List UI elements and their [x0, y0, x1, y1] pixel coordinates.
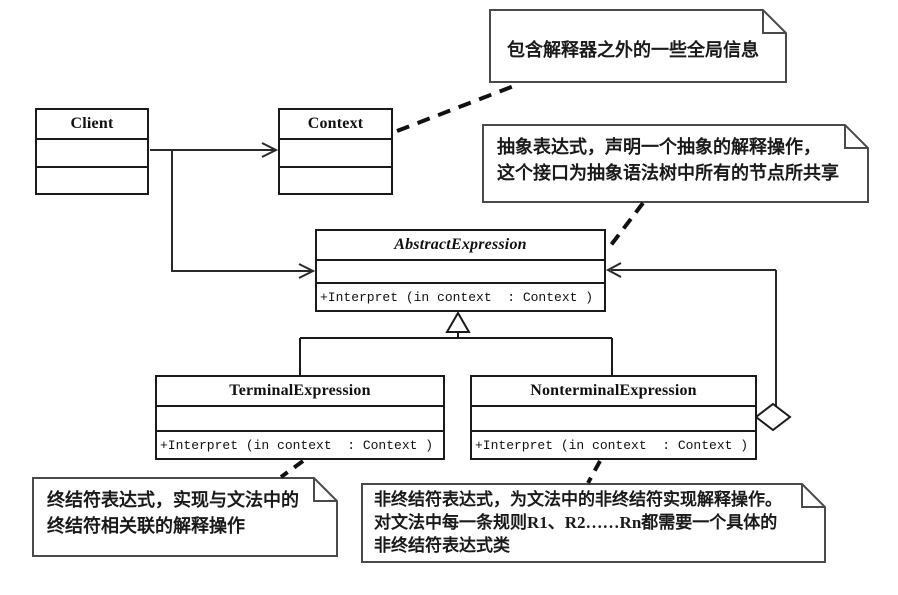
class-terminal-expression: TerminalExpression +Interpret (in contex…	[155, 375, 445, 460]
class-context-attributes	[280, 138, 391, 166]
note-shape-nonterminal	[361, 483, 826, 563]
class-client-attributes	[37, 138, 147, 166]
class-abstract-expression: AbstractExpression +Interpret (in contex…	[315, 229, 606, 312]
generalization-triangle-icon	[445, 311, 471, 333]
aggregation-connector	[605, 262, 792, 432]
class-abstract-expression-name: AbstractExpression	[394, 236, 527, 253]
class-nonterminal-expression-attributes	[472, 405, 755, 430]
dashed-link-abstract-note	[606, 201, 645, 251]
arrow-client-context	[150, 142, 279, 158]
aggregation-diamond-icon	[754, 402, 792, 432]
class-context: Context	[278, 108, 393, 195]
note-shape-context	[489, 9, 787, 83]
note-nonterminal-text: 非终结符表达式，为文法中的非终结符实现解释操作。 对文法中每一条规则R1、R2……	[374, 490, 782, 555]
class-context-operations	[280, 165, 391, 194]
class-client-operations	[37, 165, 147, 194]
class-terminal-expression-name: TerminalExpression	[229, 382, 371, 399]
note-abstract-text: 抽象表达式，声明一个抽象的解释操作， 这个接口为抽象语法树中所有的节点所共享	[497, 137, 839, 183]
note-terminal-text: 终结符表达式，实现与文法中的 终结符相关联的解释操作	[47, 490, 299, 536]
class-nonterminal-expression: NonterminalExpression +Interpret (in con…	[470, 375, 757, 460]
note-context-text: 包含解释器之外的一些全局信息	[507, 40, 759, 60]
dashed-link-context-note	[396, 82, 520, 133]
class-context-name: Context	[307, 115, 364, 132]
dashed-link-nonterminal-note	[586, 460, 602, 484]
arrow-client-abstractexpression	[171, 150, 316, 279]
class-terminal-expression-method: +Interpret (in context : Context )	[157, 430, 443, 458]
class-nonterminal-expression-name: NonterminalExpression	[530, 382, 697, 399]
class-client: Client	[35, 108, 149, 195]
dashed-link-terminal-note	[279, 459, 305, 479]
inheritance-connector	[299, 311, 613, 375]
class-nonterminal-expression-method: +Interpret (in context : Context )	[472, 430, 755, 458]
note-shape-terminal	[32, 477, 338, 557]
class-client-name: Client	[70, 115, 114, 132]
note-shape-abstract	[482, 124, 869, 203]
class-terminal-expression-attributes	[157, 405, 443, 430]
class-abstract-expression-method: +Interpret (in context : Context )	[317, 282, 604, 310]
class-abstract-expression-attributes	[317, 259, 604, 282]
